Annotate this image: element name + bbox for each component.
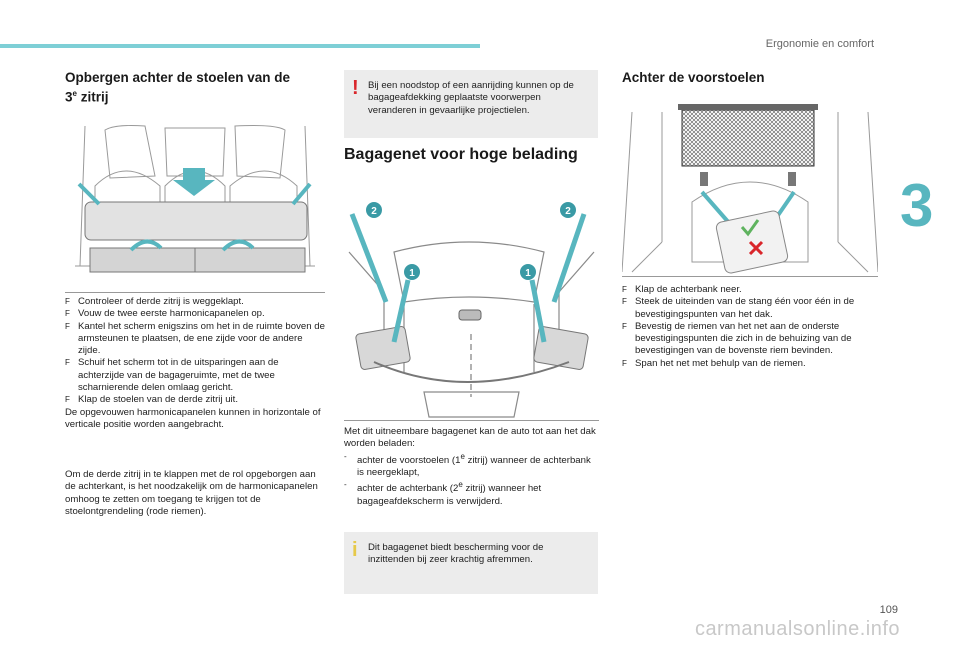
paragraph: Met dit uitneembare bagagenet kan de aut… bbox=[344, 426, 596, 450]
bullet-marker: F bbox=[622, 321, 627, 331]
section-title-behind-front-seats: Achter de voorstoelen bbox=[622, 70, 765, 85]
bullet-text: Steek de uiteinden van de stang één voor… bbox=[635, 296, 855, 320]
bullet-text: Vouw de twee eerste harmonicapanelen op. bbox=[78, 308, 265, 320]
bullet-text: Klap de stoelen van de derde zitrij uit. bbox=[78, 394, 238, 406]
bullet-marker: F bbox=[65, 309, 70, 319]
callout-label-1: 1 bbox=[409, 268, 415, 279]
bullet-marker: F bbox=[65, 358, 70, 368]
bullet-marker: F bbox=[65, 297, 70, 306]
bullet-text: Bevestig de riemen van het net aan de on… bbox=[635, 320, 852, 357]
list-item: F Klap de achterbank neer. bbox=[622, 284, 878, 296]
dash-marker: - bbox=[344, 480, 347, 490]
illustration-luggage-net: 2 2 1 1 bbox=[344, 192, 599, 421]
bullet-marker: F bbox=[622, 358, 627, 368]
warning-note: ! Bij een noodstop of een aanrijding kun… bbox=[344, 70, 598, 138]
list-item: F Klap de stoelen van de derde zitrij uit… bbox=[65, 394, 327, 406]
chapter-number: 3 bbox=[900, 172, 934, 239]
section-title-luggage-net: Bagagenet voor hoge belading bbox=[344, 146, 578, 163]
bullet-marker: F bbox=[65, 395, 70, 405]
list-item: -achter de voorstoelen (1e zitrij) wanne… bbox=[344, 451, 598, 480]
title-part: Opbergen achter de stoelen van de bbox=[65, 70, 291, 85]
bullet-marker: F bbox=[65, 321, 70, 331]
list-item: F Controleer of derde zitrij is weggeklap… bbox=[65, 296, 327, 308]
cargo-cover-illustration bbox=[75, 125, 315, 273]
info-note: i Dit bagagenet biedt bescherming voor d… bbox=[344, 532, 598, 594]
right-instructions: F Klap de achterbank neer. F Steek de uite… bbox=[622, 284, 878, 370]
header-accent-bar bbox=[0, 44, 480, 48]
info-icon: i bbox=[352, 539, 358, 561]
info-text: Dit bagagenet biedt bescherming voor de … bbox=[368, 542, 544, 566]
dash-text: achter de achterbank (2 bbox=[357, 483, 459, 495]
list-item: F Span het net met behulp van de riemen. bbox=[622, 358, 878, 370]
dash-sup: e bbox=[460, 451, 465, 461]
callout-label-2: 2 bbox=[371, 206, 377, 217]
list-item: F Kantel het scherm enigszins om het in d… bbox=[65, 321, 327, 358]
watermark: carmanualsonline.info bbox=[694, 618, 900, 640]
title-part: 3 bbox=[65, 89, 73, 105]
bullet-text: Klap de achterbank neer. bbox=[635, 284, 742, 295]
bullet-text: Schuif het scherm tot in de uitsparingen… bbox=[78, 357, 279, 394]
warning-icon: ! bbox=[352, 77, 359, 99]
warning-text: Bij een noodstop of een aanrijding kunne… bbox=[368, 80, 574, 116]
callout-label-2: 2 bbox=[565, 206, 571, 217]
dash-text: zitrij) wanneer het bagageafdekscherm is… bbox=[357, 483, 542, 507]
title-part: zitrij bbox=[76, 89, 109, 105]
list-item: -achter de achterbank (2e zitrij) wannee… bbox=[344, 479, 598, 508]
dash-text: zitrij) wanneer de achterbank is neergek… bbox=[357, 454, 591, 479]
bullet-text: Kantel het scherm enigszins om het in de… bbox=[78, 320, 325, 357]
page-number: 109 bbox=[879, 604, 898, 616]
bullet-text: Span het net met behulp van de riemen. bbox=[635, 357, 806, 369]
section-header: Ergonomie en comfort bbox=[765, 38, 874, 50]
list-item: F Vouw de twee eerste harmonicapanelen op… bbox=[65, 308, 327, 320]
list-item: F Bevestig de riemen van het net aan de o… bbox=[622, 321, 878, 358]
bullet-marker: F bbox=[622, 297, 627, 307]
luggage-net-text: Met dit uitneembare bagagenet kan de aut… bbox=[344, 426, 598, 508]
paragraph: De opgevouwen harmonicapanelen kunnen in… bbox=[65, 406, 321, 430]
bullet-marker: F bbox=[622, 285, 627, 294]
dash-marker: - bbox=[344, 451, 347, 461]
section-title-third-row: Opbergen achter de stoelen van de 3e zit… bbox=[65, 70, 335, 106]
dash-sup: e bbox=[458, 480, 463, 490]
net-fitting-illustration bbox=[621, 104, 879, 274]
illustration-third-row-storage bbox=[65, 116, 325, 293]
illustration-behind-front-seats bbox=[621, 92, 879, 277]
callout-label-1: 1 bbox=[525, 268, 531, 279]
roof-net-illustration: 2 2 1 1 bbox=[348, 202, 595, 418]
list-item: F Steek de uiteinden van de stang één voo… bbox=[622, 296, 878, 321]
dash-text: achter de voorstoelen (1 bbox=[357, 454, 461, 466]
list-item: F Schuif het scherm tot in de uitsparinge… bbox=[65, 357, 327, 394]
paragraph-third-row-folding: Om de derde zitrij in te klappen met de … bbox=[65, 469, 318, 517]
bullet-text: Controleer of derde zitrij is weggeklapt… bbox=[78, 296, 244, 307]
title-sup: e bbox=[72, 89, 77, 98]
left-instructions: F Controleer of derde zitrij is weggeklap… bbox=[65, 296, 327, 431]
